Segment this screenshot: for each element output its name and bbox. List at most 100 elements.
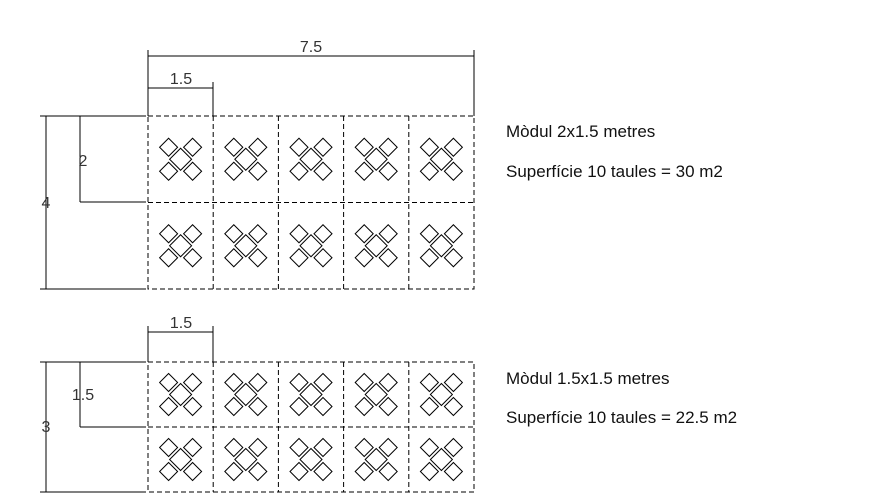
layout-b-module-width-label: 1.5 bbox=[170, 315, 192, 332]
layout-b-surface: Superfície 10 taules = 22.5 m2 bbox=[506, 408, 738, 427]
layout-b-table-symbol bbox=[354, 372, 398, 417]
layout-a-module-height-label: 2 bbox=[79, 153, 88, 170]
layout-b-chair bbox=[354, 437, 374, 458]
layout-a-table bbox=[299, 234, 323, 258]
layout-b-chair bbox=[182, 396, 203, 417]
layout-b-chair bbox=[224, 372, 244, 393]
layout-b-title: Mòdul 1.5x1.5 metres bbox=[506, 369, 670, 388]
layout-b-grid-border bbox=[147, 361, 475, 493]
layout-a-chair bbox=[354, 161, 374, 181]
layout-b-chair bbox=[354, 461, 374, 482]
layout-a-chair bbox=[378, 224, 398, 244]
layout-a-chair bbox=[443, 137, 464, 157]
layout-a-chair bbox=[224, 161, 244, 181]
layout-a-height-label: 4 bbox=[42, 195, 51, 212]
layout-a-chair bbox=[158, 137, 179, 157]
layout-a-table bbox=[429, 147, 454, 171]
layout-b-chair bbox=[443, 396, 464, 417]
layout-a-chair bbox=[378, 161, 398, 181]
layout-a-table bbox=[429, 234, 454, 258]
layout-b-chair bbox=[419, 461, 440, 482]
layout-a-chair bbox=[182, 224, 203, 244]
layout-a-surface: Superfície 10 taules = 30 m2 bbox=[506, 162, 723, 181]
layout-a-table-symbol bbox=[289, 224, 333, 268]
layout-b-module-height-label: 1.5 bbox=[72, 387, 94, 404]
layout-b-table-symbol bbox=[419, 437, 464, 482]
layout-a-table bbox=[364, 147, 388, 171]
layout-a-chair bbox=[354, 137, 374, 157]
layout-a-chair bbox=[378, 248, 398, 268]
layout-a-table-symbol bbox=[419, 224, 464, 268]
layout-b-table bbox=[429, 382, 454, 407]
layout-b-chair bbox=[378, 396, 398, 417]
layout-b-table bbox=[299, 382, 323, 407]
layout-b-chair bbox=[248, 372, 268, 393]
layout-b-table bbox=[234, 447, 258, 472]
layout-b-chair bbox=[158, 396, 179, 417]
layout-a-table-symbol bbox=[158, 137, 203, 181]
layout-a-chair bbox=[224, 224, 244, 244]
layout-a-chair bbox=[158, 161, 179, 181]
layout-a-module-grid bbox=[147, 115, 475, 290]
layout-b-chair bbox=[419, 372, 440, 393]
layout-b-chair bbox=[354, 396, 374, 417]
layout-a-table-symbol bbox=[289, 137, 333, 181]
layout-a-table bbox=[234, 147, 258, 171]
layout-a-chair bbox=[313, 224, 333, 244]
layout-b-chair bbox=[354, 372, 374, 393]
layout-b-table-symbol bbox=[224, 372, 268, 417]
layout-b-chair bbox=[248, 437, 268, 458]
layout-b-chair bbox=[313, 437, 333, 458]
layout-a-module-width-label: 1.5 bbox=[170, 71, 192, 88]
layout-b-table bbox=[234, 382, 258, 407]
layout-a-table bbox=[234, 234, 258, 258]
layout-b-table-symbol bbox=[158, 437, 203, 482]
layout-b-table bbox=[299, 447, 323, 472]
layout-a-table-symbol bbox=[354, 224, 398, 268]
layout-b-chair bbox=[248, 461, 268, 482]
layout-a-table-symbol bbox=[419, 137, 464, 181]
layout-b-chair bbox=[289, 372, 309, 393]
layout-a-chair bbox=[313, 137, 333, 157]
layout-b-chair bbox=[289, 461, 309, 482]
layout-a-chair bbox=[378, 137, 398, 157]
layout-a-chair bbox=[289, 224, 309, 244]
layout-b-module-grid bbox=[147, 361, 475, 493]
layout-b-chair bbox=[419, 437, 440, 458]
layout-a-table bbox=[299, 147, 323, 171]
layout-a-chair bbox=[248, 224, 268, 244]
layout-a-chair bbox=[182, 248, 203, 268]
layout-b-chair bbox=[158, 437, 179, 458]
layout-a-chair bbox=[158, 248, 179, 268]
layout-a-table-symbol bbox=[224, 137, 268, 181]
layout-a-table-symbol bbox=[354, 137, 398, 181]
layout-b-table bbox=[429, 447, 454, 472]
layout-b-table bbox=[168, 447, 193, 472]
layout-b-chair bbox=[182, 437, 203, 458]
layout-a-table bbox=[168, 147, 193, 171]
layout-a-table-symbol bbox=[158, 224, 203, 268]
layout-a-chair bbox=[248, 161, 268, 181]
layout-a-chair bbox=[158, 224, 179, 244]
layout-a-grid-border bbox=[147, 115, 475, 290]
layout-b-chair bbox=[158, 461, 179, 482]
layout-a-chair bbox=[313, 161, 333, 181]
layout-a-chair bbox=[443, 248, 464, 268]
layout-a-chair bbox=[248, 137, 268, 157]
layout-a-chair bbox=[313, 248, 333, 268]
layout-b-table bbox=[168, 382, 193, 407]
layout-b-height-label: 3 bbox=[42, 419, 51, 436]
layout-a-table bbox=[364, 234, 388, 258]
layout-b-chair bbox=[443, 461, 464, 482]
layout-b-chair bbox=[378, 461, 398, 482]
layout-b-chair bbox=[313, 461, 333, 482]
layout-b-chair bbox=[443, 437, 464, 458]
layout-a-table bbox=[168, 234, 193, 258]
layout-b-table-symbol bbox=[289, 437, 333, 482]
layout-b-table-symbol bbox=[289, 372, 333, 417]
layout-b-dimensions bbox=[40, 326, 214, 493]
layout-b-table-symbol bbox=[158, 372, 203, 417]
layout-a-chair bbox=[419, 137, 440, 157]
layout-a-chair bbox=[419, 248, 440, 268]
